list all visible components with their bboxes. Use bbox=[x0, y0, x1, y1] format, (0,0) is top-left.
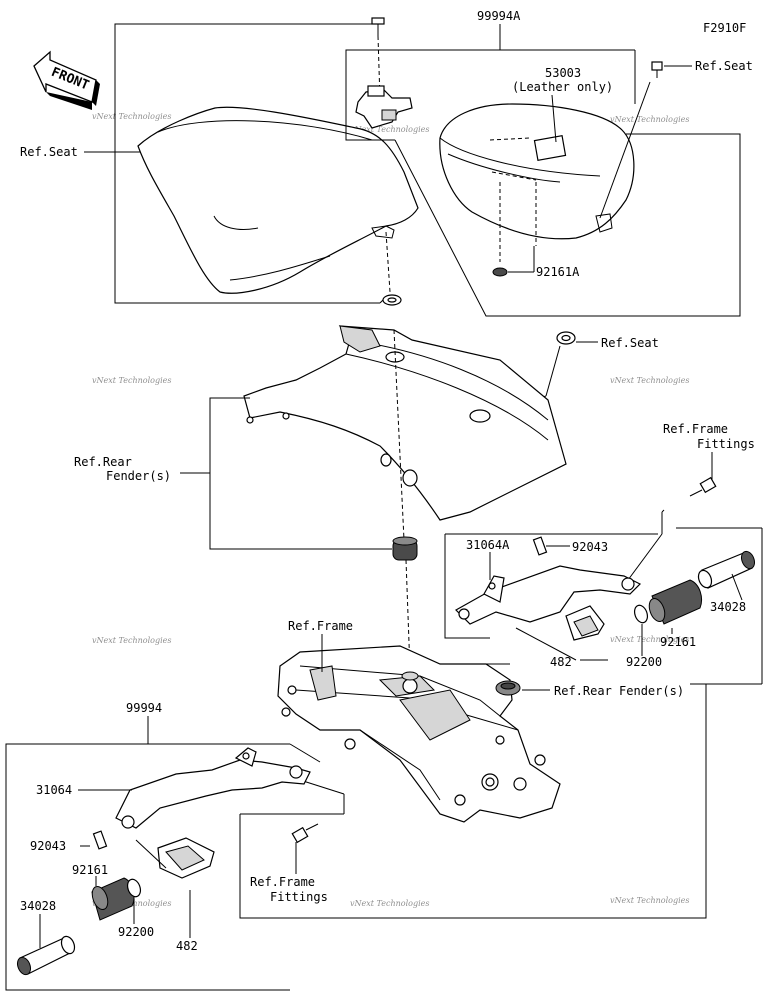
watermark: vNext Technologies bbox=[350, 125, 429, 134]
grip-part-number: 34028 bbox=[710, 600, 746, 614]
watermark: vNext Technologies bbox=[610, 115, 689, 124]
collar-part-number: 92161 bbox=[72, 863, 108, 877]
rubber-damper bbox=[392, 536, 418, 561]
seat-area-left: Ref.Seat bbox=[20, 17, 419, 306]
bolt-icon bbox=[651, 61, 663, 71]
bracket-a-part-number: 31064A bbox=[466, 538, 510, 552]
watermark: vNext Technologies bbox=[610, 376, 689, 385]
washer-part-number: 92200 bbox=[118, 925, 154, 939]
kit-part-number: 99994 bbox=[126, 701, 162, 715]
washer-icon bbox=[126, 878, 142, 898]
right-footrest-group: Ref.Frame Fittings 31064A 92043 bbox=[444, 422, 763, 685]
ref-rear-fender-label-line2: Fender(s) bbox=[106, 469, 171, 483]
ref-seat-label: Ref.Seat bbox=[695, 59, 753, 73]
washer-icon bbox=[492, 267, 508, 277]
ref-frame-fittings-label-line1: Ref.Frame bbox=[250, 875, 315, 889]
watermark-group: vNext Technologies vNext Technologies vN… bbox=[92, 112, 689, 908]
grip-icon bbox=[697, 550, 756, 589]
pin-part-number: 92043 bbox=[30, 839, 66, 853]
pin-part-number: 92043 bbox=[572, 540, 608, 554]
footpeg-rubber bbox=[648, 579, 703, 625]
ref-frame-fittings-label-line1: Ref.Frame bbox=[663, 422, 728, 436]
ref-seat-label: Ref.Seat bbox=[601, 336, 659, 350]
ref-rear-fender-label: Ref.Rear Fender(s) bbox=[554, 684, 684, 698]
figure-code: F2910F bbox=[703, 21, 746, 35]
bolt-icon bbox=[371, 17, 385, 36]
watermark: vNext Technologies bbox=[92, 376, 171, 385]
seat-cover-part-number: 53003 bbox=[545, 66, 581, 80]
front-arrow-icon: FRONT bbox=[33, 50, 100, 110]
seat-cover-note: (Leather only) bbox=[512, 80, 613, 94]
bolt-icon bbox=[689, 476, 717, 497]
ref-frame-fittings-label-line2: Fittings bbox=[697, 437, 755, 451]
footpeg-rubber bbox=[91, 877, 135, 921]
cotter-pin-part-number: 482 bbox=[176, 939, 198, 953]
cotter-pin-part-number: 482 bbox=[550, 655, 572, 669]
watermark: vNext Technologies bbox=[350, 899, 429, 908]
ref-frame-label: Ref.Frame bbox=[288, 619, 353, 633]
watermark: vNext Technologies bbox=[610, 635, 689, 644]
ref-frame-fittings-label-line2: Fittings bbox=[270, 890, 328, 904]
washer-icon bbox=[633, 604, 649, 624]
rubber-damper bbox=[495, 680, 521, 696]
collar-part-number: 92161 bbox=[660, 635, 696, 649]
pin-icon bbox=[532, 536, 548, 556]
left-footrest-group: 99994 31064 92043 92161 bbox=[5, 684, 707, 991]
seat-bracket bbox=[355, 85, 413, 129]
washer-part-number: 92200 bbox=[626, 655, 662, 669]
pin-icon bbox=[92, 830, 108, 850]
subframe: Ref.Rear Fender(s) Ref.Frame bbox=[277, 619, 684, 823]
ref-rear-fender-label-line1: Ref.Rear bbox=[74, 455, 132, 469]
bracket-part-number: 31064 bbox=[36, 783, 72, 797]
ref-seat-label: Ref.Seat bbox=[20, 145, 78, 159]
grip-icon bbox=[16, 935, 76, 976]
bolt-icon bbox=[291, 823, 319, 844]
washer-a-part-number: 92161A bbox=[536, 265, 580, 279]
grip-part-number: 34028 bbox=[20, 899, 56, 913]
rear-fender bbox=[243, 325, 567, 541]
kit-a-label: 99994A bbox=[477, 9, 521, 23]
seat-area-right: 99994A 53003 (Leather only) Ref.Seat bbox=[345, 9, 753, 417]
watermark: vNext Technologies bbox=[92, 636, 171, 645]
watermark: vNext Technologies bbox=[610, 896, 689, 905]
watermark: vNext Technologies bbox=[92, 112, 171, 121]
